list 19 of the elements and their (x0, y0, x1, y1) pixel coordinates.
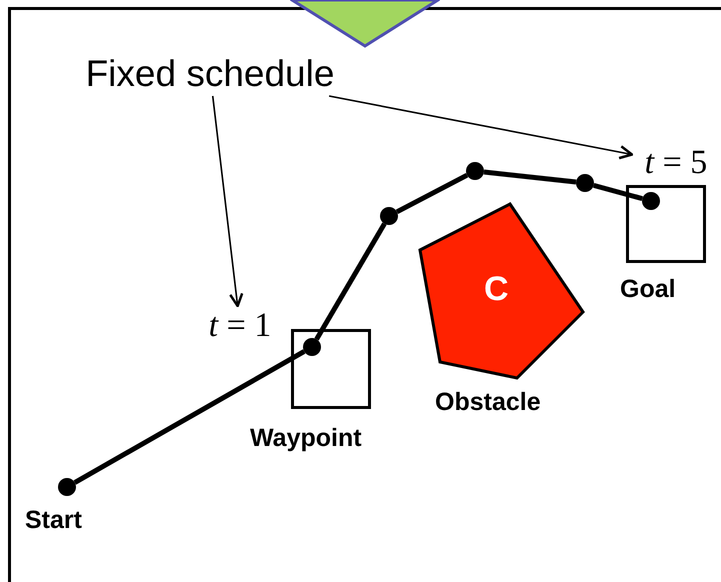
diamond-shape (290, 0, 440, 48)
path-segment (396, 172, 468, 214)
target-square (291, 329, 371, 409)
leader-arrow (328, 95, 634, 160)
obstacle-letter: C (484, 272, 509, 306)
time-label: t = 1 (196, 306, 284, 346)
path-segment (484, 170, 576, 184)
time-label: t = 5 (632, 143, 720, 183)
caption-label: Goal (620, 277, 676, 302)
target-square (626, 185, 706, 263)
path-segment (314, 222, 387, 341)
caption-label: Start (25, 508, 82, 533)
caption-label: Waypoint (250, 426, 362, 451)
path-segment (593, 182, 643, 202)
annotation-text: Fixed schedule (62, 50, 358, 96)
caption-label: Obstacle (435, 390, 541, 415)
obstacle-pentagon (418, 202, 586, 380)
leader-arrow (212, 96, 244, 308)
path-segment (74, 349, 306, 485)
